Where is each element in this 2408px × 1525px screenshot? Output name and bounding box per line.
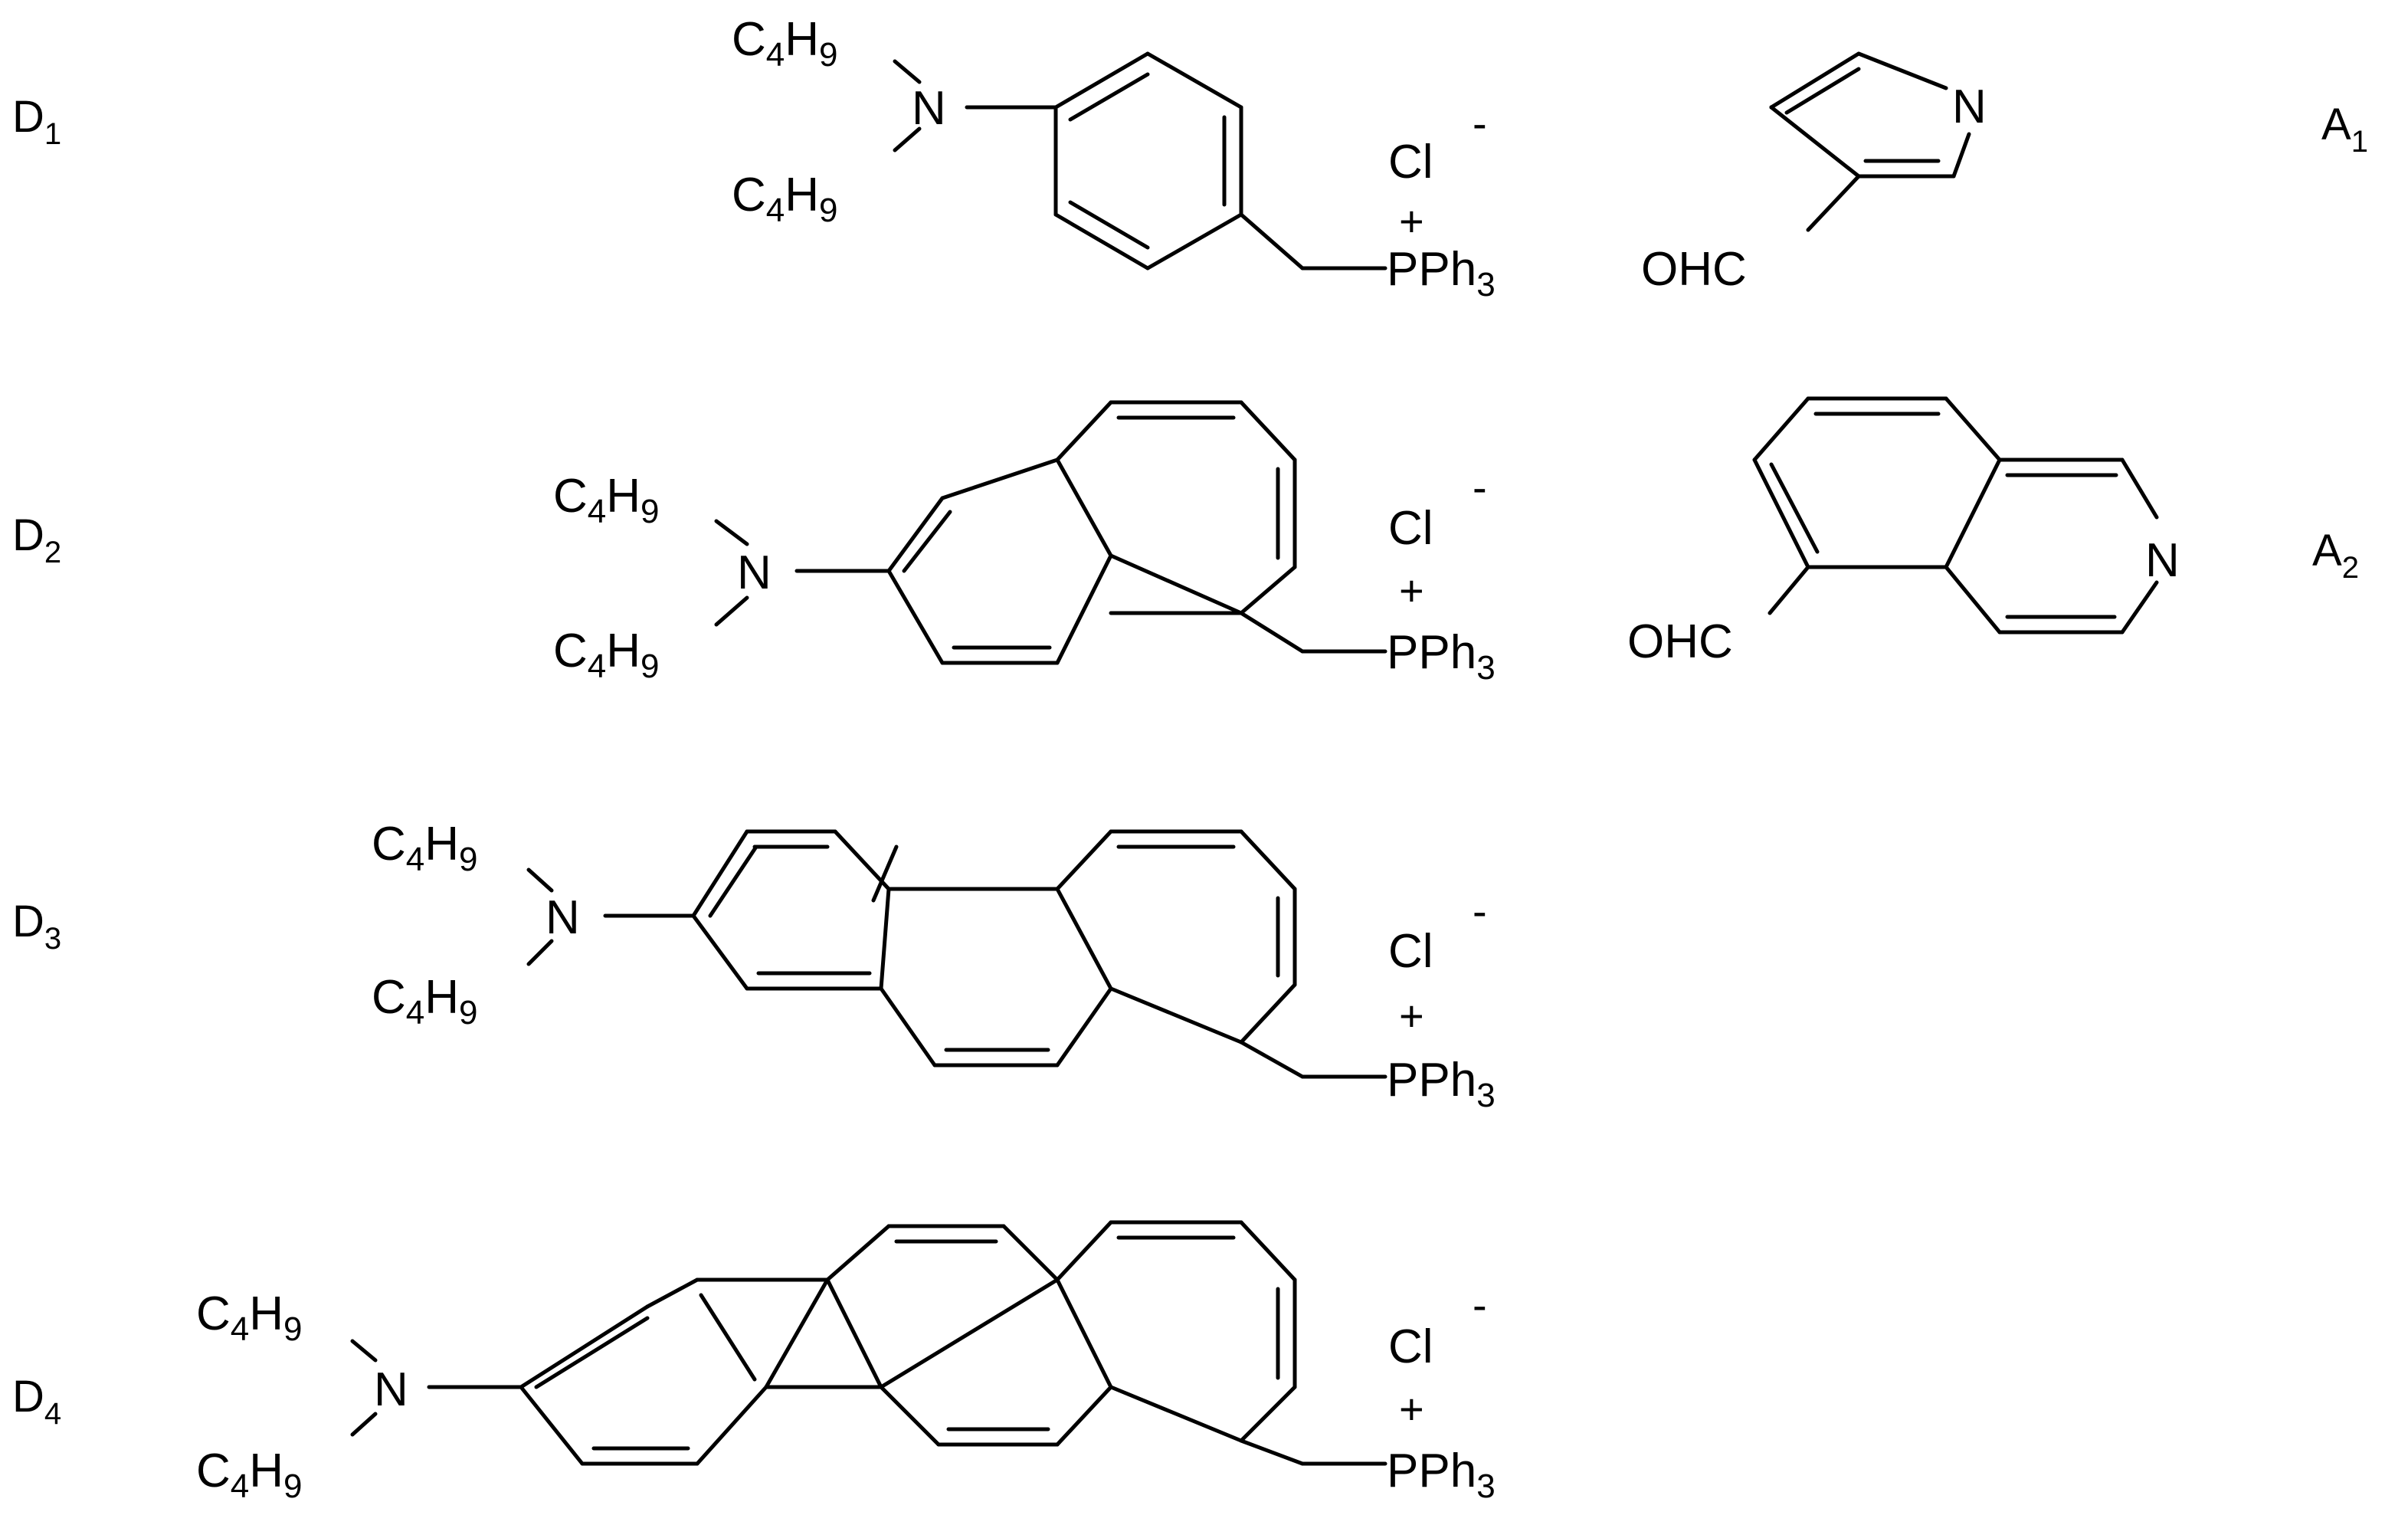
- nitrogen-D2: N: [737, 546, 772, 599]
- butyl-upper-D2: C4H9: [553, 470, 660, 530]
- bonds-A1: [1769, 51, 1971, 232]
- butyl-lower-D1: C4H9: [732, 169, 838, 229]
- nitrogen-A1: N: [1952, 80, 1987, 133]
- bonds-D3: [526, 829, 1387, 1079]
- bonds-D4: [350, 1220, 1387, 1466]
- aldehyde-A1: OHC: [1641, 243, 1747, 296]
- butyl-lower-D4: C4H9: [196, 1445, 303, 1505]
- butyl-upper-D3: C4H9: [372, 818, 478, 878]
- molecule-D4: D4: [12, 1220, 1496, 1505]
- chloride-D1: Cl: [1388, 136, 1433, 189]
- label-D1: D1: [12, 92, 61, 151]
- label-A1: A1: [2321, 100, 2368, 159]
- butyl-lower-D3: C4H9: [372, 971, 478, 1031]
- bonds-D2: [714, 400, 1387, 665]
- chloride-charge-D2: -: [1473, 463, 1487, 511]
- chloride-D4: Cl: [1388, 1320, 1433, 1373]
- chloride-charge-D3: -: [1473, 887, 1487, 935]
- chloride-charge-D1: -: [1473, 99, 1487, 147]
- chloride-D3: Cl: [1388, 925, 1433, 978]
- molecule-D3: D3: [12, 818, 1496, 1114]
- phosphonium-D1: PPh3: [1387, 243, 1496, 303]
- cation-charge-D1: +: [1399, 197, 1424, 245]
- cation-charge-D2: +: [1399, 566, 1424, 615]
- nitrogen-A2: N: [2145, 534, 2180, 587]
- label-D4: D4: [12, 1372, 61, 1431]
- butyl-lower-D2: C4H9: [553, 625, 660, 685]
- phosphonium-D3: PPh3: [1387, 1054, 1496, 1114]
- molecule-A1: N OHC A1: [1641, 51, 2368, 296]
- bonds-D1: [893, 51, 1387, 271]
- nitrogen-D1: N: [912, 82, 946, 135]
- molecule-D2: D2 C4H9: [12, 400, 1496, 687]
- phosphonium-D2: PPh3: [1387, 626, 1496, 687]
- butyl-upper-D4: C4H9: [196, 1287, 303, 1348]
- molecule-D1: D1 C4H9 N C4H9 Cl - + PPh3: [12, 13, 1496, 303]
- label-D3: D3: [12, 897, 61, 956]
- bonds-A2: [1752, 396, 2159, 635]
- cation-charge-D3: +: [1399, 992, 1424, 1040]
- label-A2: A2: [2312, 526, 2359, 585]
- label-D2: D2: [12, 510, 61, 569]
- nitrogen-D3: N: [545, 891, 580, 944]
- molecule-A2: N OHC A2: [1627, 396, 2359, 668]
- chloride-D2: Cl: [1388, 502, 1433, 555]
- chloride-charge-D4: -: [1473, 1281, 1487, 1329]
- cation-charge-D4: +: [1399, 1385, 1424, 1433]
- nitrogen-D4: N: [374, 1363, 408, 1416]
- butyl-upper-D1: C4H9: [732, 13, 838, 74]
- phosphonium-D4: PPh3: [1387, 1445, 1496, 1505]
- aldehyde-A2: OHC: [1627, 615, 1733, 668]
